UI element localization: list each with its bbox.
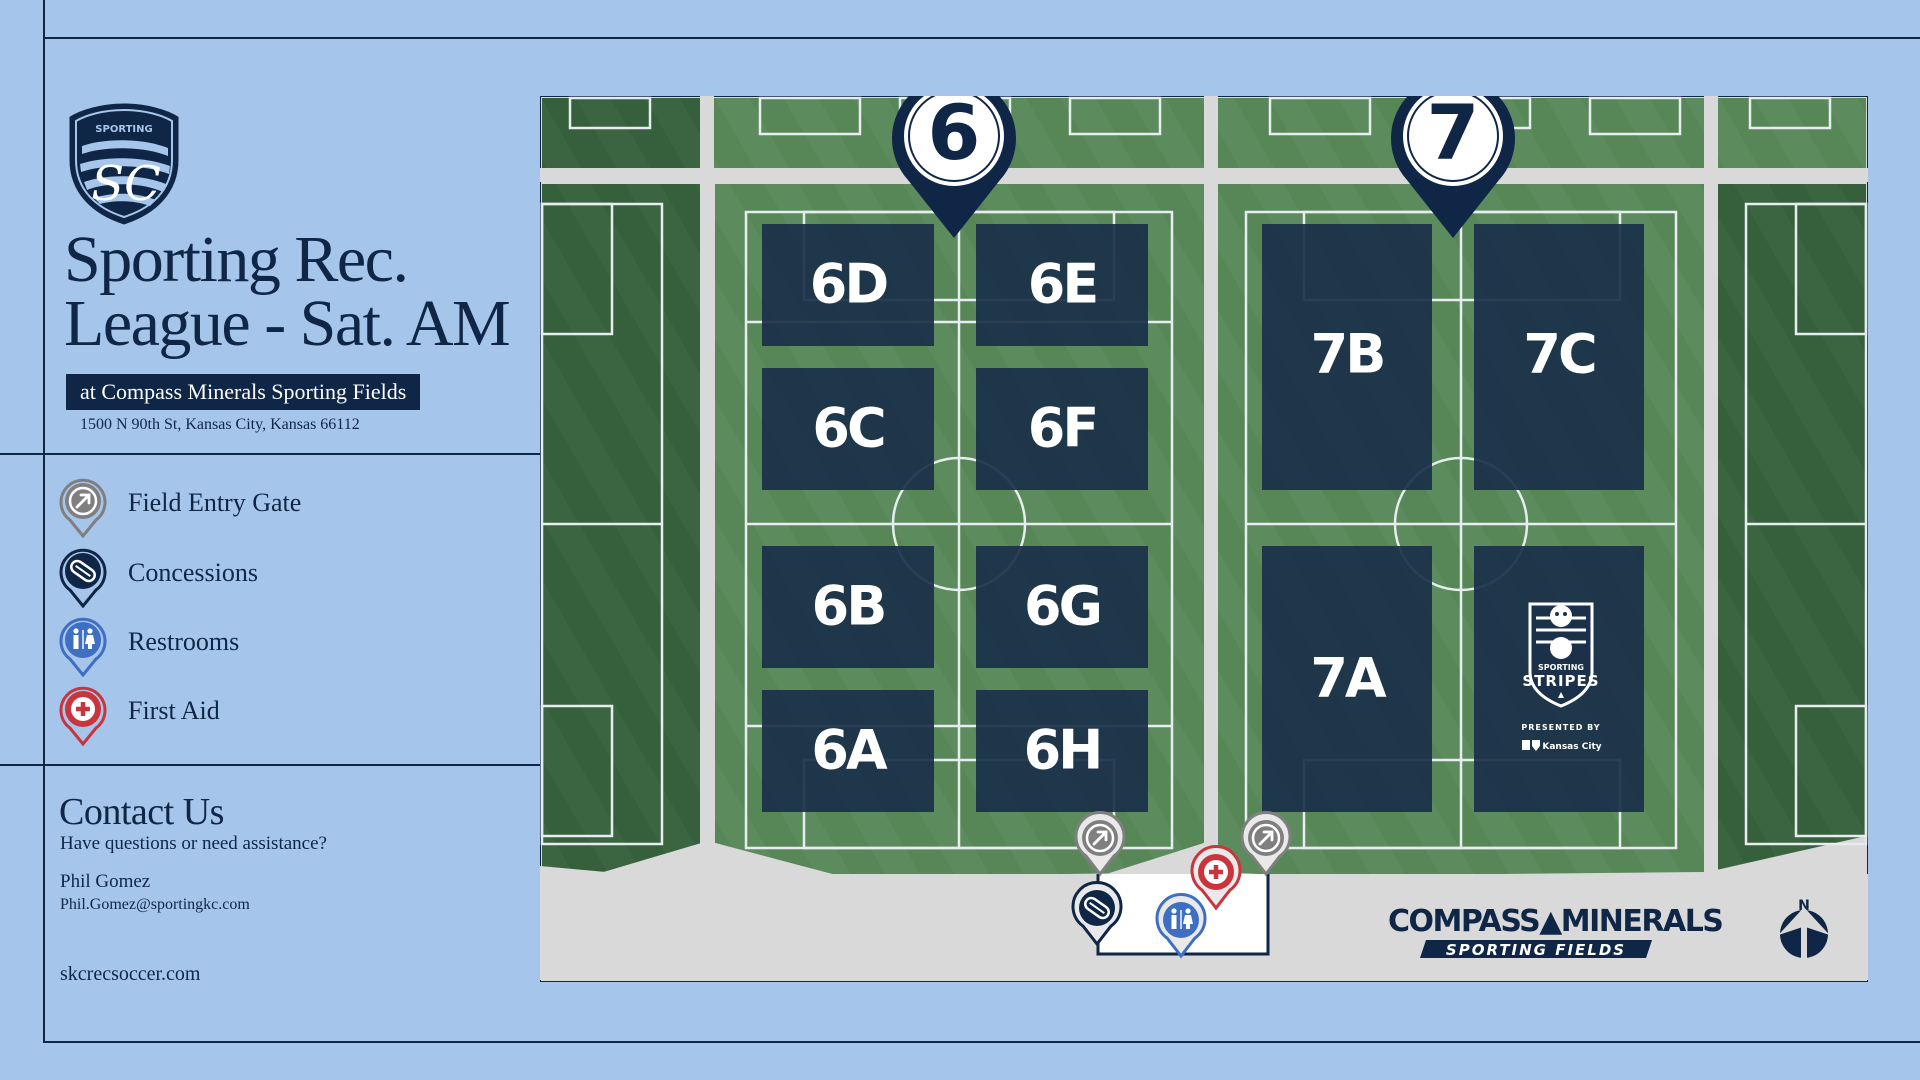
hotdog-icon <box>59 548 107 608</box>
entry-gate-icon <box>59 478 107 538</box>
field-label: 6E <box>1028 253 1096 316</box>
logo-sporting-text: SPORTING <box>95 124 152 135</box>
concessions-pin[interactable] <box>1071 881 1123 947</box>
page-frame <box>43 37 1920 1043</box>
zone-7-fields: 7B 7C 7A SPORTING STRIPES PRESENTED BY K… <box>1262 224 1644 812</box>
field-7a[interactable]: 7A <box>1262 546 1432 812</box>
field-sporting-stripes[interactable]: SPORTING STRIPES PRESENTED BY Kansas Cit… <box>1474 546 1644 812</box>
legend-label: Restrooms <box>128 627 240 656</box>
zone-6-marker[interactable]: 6 <box>892 96 1016 238</box>
field-7c[interactable]: 7C <box>1474 224 1644 490</box>
logo-monogram: SC <box>91 156 161 212</box>
zone-label: 7 <box>1427 96 1480 177</box>
entry-gate-pin-1[interactable] <box>1074 811 1126 877</box>
sponsor-small-text: SPORTING <box>1538 663 1584 672</box>
page-title: Sporting Rec. League - Sat. AM <box>64 223 534 360</box>
first-aid-icon <box>59 686 107 746</box>
brand-bottom-text: SPORTING FIELDS <box>1446 941 1626 959</box>
field-label: 6D <box>810 253 887 316</box>
sponsor-partner: Kansas City <box>1542 742 1601 752</box>
compass-label: N <box>1798 898 1810 914</box>
sponsor-presented-by: PRESENTED BY <box>1521 723 1600 732</box>
field-map: 6D 6E 6C 6F 6B 6G 6A 6H <box>540 96 1868 982</box>
legend-label: Field Entry Gate <box>128 488 302 517</box>
field-7b[interactable]: 7B <box>1262 224 1432 490</box>
brand-top-text: COMPASS▲MINERALS <box>1388 904 1722 939</box>
restroom-icon <box>1171 908 1193 929</box>
first-aid-pin[interactable] <box>1190 845 1242 911</box>
legend-entry-gate: Field Entry Gate <box>58 476 518 538</box>
legend-restrooms: Restrooms <box>58 615 518 677</box>
zone-label: 6 <box>928 96 981 177</box>
field-6b[interactable]: 6B <box>762 546 934 668</box>
field-label: 6B <box>812 575 885 638</box>
divider-left-top <box>43 0 45 37</box>
contact-email[interactable]: Phil.Gomez@sportingkc.com <box>60 896 250 913</box>
contact-subheading: Have questions or need assistance? <box>60 833 327 854</box>
entry-gate-pin-2[interactable] <box>1240 811 1292 877</box>
field-6f[interactable]: 6F <box>976 368 1148 490</box>
legend-concessions: Concessions <box>58 546 518 608</box>
field-label: 6A <box>811 719 888 782</box>
contact-name: Phil Gomez <box>60 871 151 892</box>
zone-6-fields: 6D 6E 6C 6F 6B 6G 6A 6H <box>762 224 1148 812</box>
legend-first-aid: First Aid <box>58 684 518 746</box>
entry-gate-icon <box>1092 830 1108 846</box>
divider-header <box>0 453 541 455</box>
zone-7-marker[interactable]: 7 <box>1391 96 1515 238</box>
website-link[interactable]: skcrecsoccer.com <box>60 963 201 985</box>
divider-legend <box>0 764 541 766</box>
north-arrow-icon: N <box>1779 898 1829 960</box>
field-6a[interactable]: 6A <box>762 690 934 812</box>
hotdog-icon <box>1084 896 1110 920</box>
field-6g[interactable]: 6G <box>976 546 1148 668</box>
field-label: 7A <box>1310 647 1387 710</box>
first-aid-icon <box>1209 865 1223 879</box>
legend-label: Concessions <box>128 558 258 587</box>
field-6h[interactable]: 6H <box>976 690 1148 812</box>
field-label: 6F <box>1028 397 1096 460</box>
entry-gate-icon <box>1258 830 1274 846</box>
field-label: 7B <box>1311 323 1384 386</box>
venue-address: 1500 N 90th St, Kansas City, Kansas 6611… <box>80 416 360 433</box>
title-line-1: Sporting Rec. <box>64 223 409 296</box>
sporting-kc-logo: SPORTING SC <box>66 100 182 228</box>
venue-badge: at Compass Minerals Sporting Fields <box>66 374 421 410</box>
field-label: 6G <box>1024 575 1100 638</box>
field-label: 6C <box>812 397 884 460</box>
field-6c[interactable]: 6C <box>762 368 934 490</box>
field-6e[interactable]: 6E <box>976 224 1148 346</box>
compass-minerals-logo: COMPASS▲MINERALS SPORTING FIELDS <box>1388 904 1724 959</box>
legend-label: First Aid <box>128 696 220 725</box>
field-label: 6H <box>1024 719 1101 782</box>
sponsor-big-text: STRIPES <box>1522 672 1599 690</box>
contact-heading: Contact Us <box>59 791 224 833</box>
field-label: 7C <box>1523 323 1595 386</box>
restrooms-pin[interactable] <box>1155 893 1207 959</box>
restroom-icon <box>59 617 107 677</box>
field-6d[interactable]: 6D <box>762 224 934 346</box>
title-line-2: League - Sat. AM <box>64 287 511 360</box>
